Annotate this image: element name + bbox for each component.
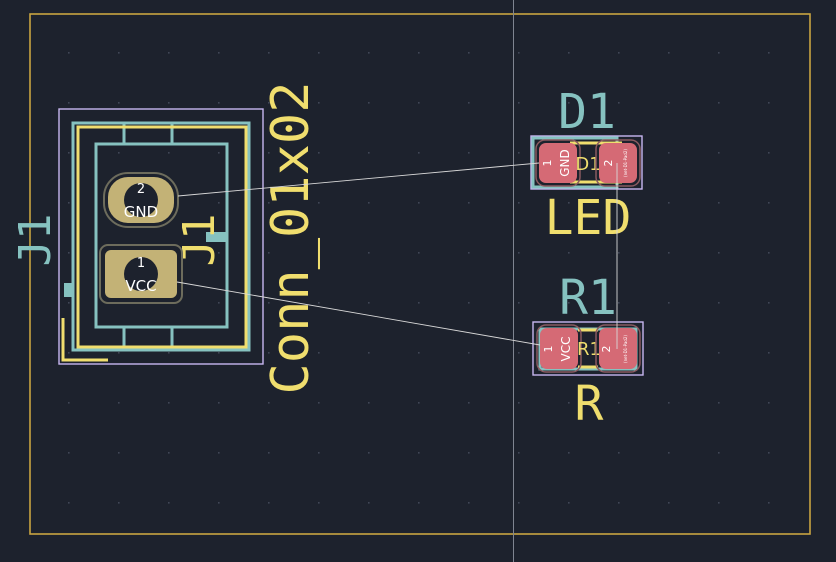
j1-pad-1[interactable]: 1 VCC (99, 244, 183, 304)
r1-pad-1-net: VCC (559, 337, 573, 362)
r1-pad-2-net: (net-D1-Pad2) (623, 335, 628, 363)
r1-fab-ref: R1 (577, 339, 601, 360)
board-outline (29, 13, 811, 535)
j1-silkscreen-outline (76, 125, 248, 349)
d1-pad-2-net: (net-D1-Pad2) (623, 149, 628, 177)
d1-pad-2[interactable]: 2 (net-D1-Pad2) (595, 139, 641, 187)
j1-ref-silk: J1 (10, 214, 61, 267)
j1-pad-2-net: GND (124, 203, 158, 221)
d1-pad-1-number: 1 (541, 160, 554, 167)
d1-pad-2-number: 2 (602, 160, 615, 167)
ratsnest (176, 162, 618, 349)
d1-fab-ref: D1 (575, 154, 600, 175)
j1-fab-outline (71, 121, 251, 352)
r1-ref-label: R1 (559, 270, 617, 326)
r1-value-label: R (575, 376, 604, 432)
j1-silk-pin1-corner (61, 318, 108, 362)
j1-pad-1-net: VCC (125, 277, 156, 295)
r1-pad-2[interactable]: 2 (net-D1-Pad2) (595, 324, 641, 373)
r1-pad-1[interactable]: 1 VCC (536, 324, 582, 373)
j1-courtyard (58, 108, 264, 365)
j1-fab-marker (206, 232, 226, 242)
ratsnest-gnd (177, 162, 540, 197)
d1-courtyard (530, 135, 643, 190)
r1-pad-1-number: 1 (542, 346, 555, 353)
d1-value-label: LED (545, 190, 632, 246)
d1-pad-1-net: GND (558, 149, 572, 177)
j1-pad-2-number: 2 (137, 182, 145, 197)
footprint-j1[interactable]: J1 J1 Conn_01x02 2 GND 1 VCC (10, 81, 321, 394)
r1-courtyard (532, 321, 644, 376)
r1-pad-2-number: 2 (600, 346, 613, 353)
d1-ref-label: D1 (558, 84, 616, 140)
ratsnest-vcc (176, 281, 541, 346)
footprint-r1[interactable]: R1 1 VCC R1 2 (net-D1-Pad2) R (532, 270, 644, 432)
j1-value-label: Conn_01x02 (261, 81, 321, 394)
j1-fab-marker-left (64, 283, 72, 297)
d1-pad-1[interactable]: 1 GND (535, 139, 581, 187)
j1-pad-1-number: 1 (137, 256, 145, 271)
j1-pad-2[interactable]: 2 GND (103, 172, 179, 228)
